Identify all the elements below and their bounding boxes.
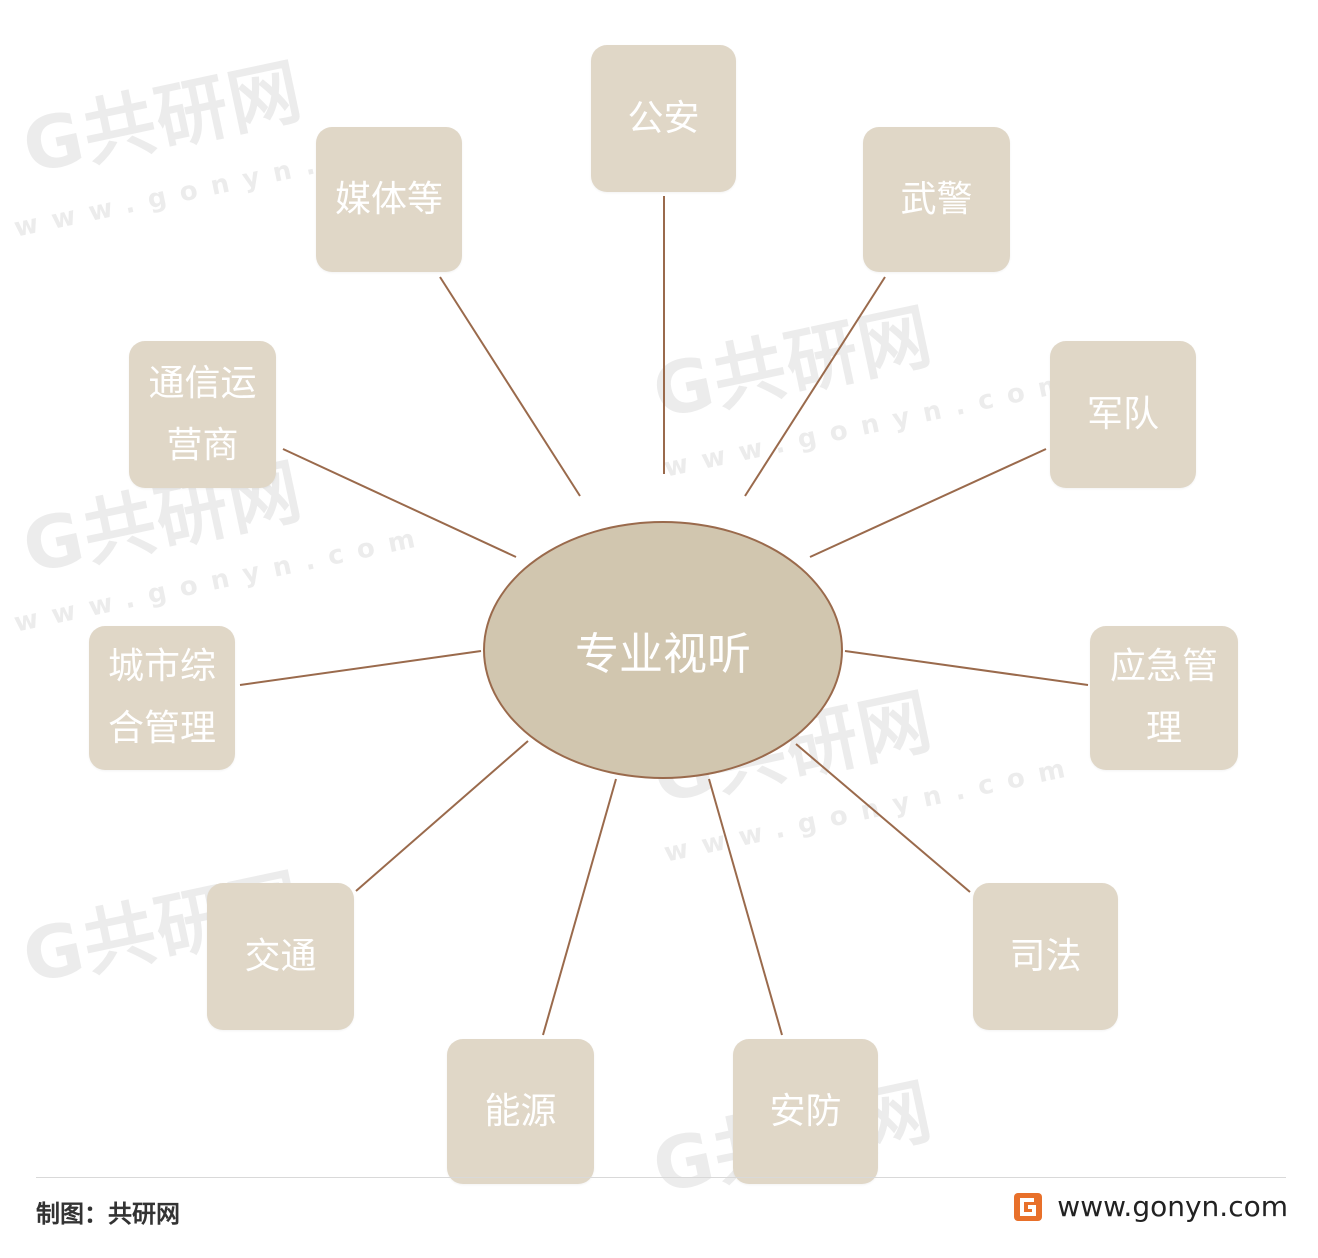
node-anfang: 安防 (733, 1039, 878, 1184)
edge-yingji (844, 650, 1089, 686)
edge-jiaotong (355, 740, 529, 892)
node-label: 媒体等 (334, 178, 443, 220)
edge-wujing (744, 276, 886, 497)
node-label: 公安 (627, 97, 700, 139)
gonyn-logo-icon (1014, 1192, 1043, 1221)
footer-credit: 制图：共研网 (36, 1200, 180, 1228)
node-label: 军队 (1086, 393, 1159, 435)
footer-site: www.gonyn.com (1013, 1190, 1288, 1223)
node-gongan: 公安 (591, 45, 736, 192)
node-jiaotong: 交通 (207, 883, 354, 1030)
edge-sifa (795, 743, 971, 893)
node-label: 通信运营商 (148, 362, 257, 466)
edge-meiti (439, 276, 581, 497)
node-nengyuan: 能源 (447, 1039, 594, 1184)
node-label: 交通 (244, 935, 317, 977)
node-meiti: 媒体等 (316, 127, 462, 272)
node-label: 武警 (900, 178, 973, 220)
node-label: 能源 (484, 1090, 557, 1132)
edge-anfang (708, 778, 783, 1036)
node-label: 安防 (769, 1090, 842, 1132)
node-jundui: 军队 (1050, 341, 1196, 488)
node-label: 应急管理 (1109, 646, 1218, 749)
node-yingji: 应急管理 (1090, 626, 1238, 770)
node-chengshi: 城市综合管理 (89, 626, 235, 770)
node-wujing: 武警 (863, 127, 1010, 272)
edge-chengshi (239, 650, 482, 686)
center-label: 专业视听 (575, 629, 751, 680)
edge-jundui (809, 448, 1047, 558)
node-sifa: 司法 (973, 883, 1118, 1030)
node-label: 城市综合管理 (107, 646, 216, 749)
edge-nengyuan (542, 778, 617, 1036)
center-node: 专业视听 (483, 521, 843, 779)
node-label: 司法 (1009, 935, 1082, 977)
footer-site-url: www.gonyn.com (1057, 1190, 1288, 1223)
edge-tongxin (282, 448, 517, 558)
footer-divider (36, 1177, 1286, 1178)
node-tongxin: 通信运营商 (129, 341, 276, 488)
